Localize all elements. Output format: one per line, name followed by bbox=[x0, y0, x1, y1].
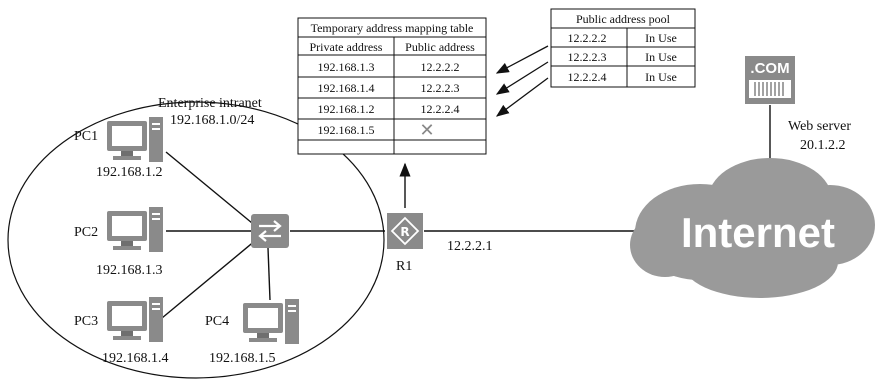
web-server-name: Web server bbox=[788, 119, 851, 134]
pc2-ip: 192.168.1.3 bbox=[96, 263, 163, 278]
switch-icon[interactable] bbox=[251, 214, 289, 248]
mapping-table-cell-public: 12.2.2.2 bbox=[421, 60, 460, 74]
links bbox=[161, 105, 771, 319]
internet-cloud bbox=[630, 158, 875, 298]
address-pool-table: Public address pool 12.2.2.2 In Use 12.2… bbox=[550, 8, 696, 88]
router-glyph: R bbox=[400, 225, 409, 239]
mapping-table-cell-private: 192.168.1.3 bbox=[318, 60, 375, 74]
link-pc3-switch bbox=[161, 239, 257, 319]
pc1-ip: 192.168.1.2 bbox=[96, 165, 163, 180]
pool-cell-address: 12.2.2.3 bbox=[568, 50, 607, 64]
internet-label: Internet bbox=[681, 209, 835, 256]
mapping-table-cell-public: 12.2.2.3 bbox=[421, 81, 460, 95]
web-server-badge: .COM bbox=[750, 60, 789, 77]
router-wan-ip: 12.2.2.1 bbox=[447, 239, 493, 254]
pc4-icon[interactable] bbox=[243, 299, 299, 344]
intranet-name: Enterprise intranet bbox=[158, 96, 262, 111]
pc4-name: PC4 bbox=[205, 314, 229, 329]
pc4-ip: 192.168.1.5 bbox=[209, 351, 276, 366]
pc2-name: PC2 bbox=[74, 225, 98, 240]
intranet-boundary bbox=[7, 101, 385, 379]
pool-cell-status: In Use bbox=[645, 50, 677, 64]
pc3-name: PC3 bbox=[74, 314, 98, 329]
pc2-icon[interactable] bbox=[107, 207, 163, 252]
pool-cell-address: 12.2.2.2 bbox=[568, 31, 607, 45]
mapping-table-cell-public: 12.2.2.4 bbox=[421, 102, 460, 116]
mapping-table-header-private: Private address bbox=[310, 40, 383, 54]
intranet-subnet: 192.168.1.0/24 bbox=[170, 113, 254, 128]
mapping-table-cell-private: 192.168.1.5 bbox=[318, 123, 375, 137]
web-server-ip: 20.1.2.2 bbox=[800, 138, 846, 153]
pool-title: Public address pool bbox=[576, 12, 671, 26]
pc3-ip: 192.168.1.4 bbox=[102, 351, 169, 366]
pool-cell-status: In Use bbox=[645, 31, 677, 45]
mapping-table-cell-private: 192.168.1.2 bbox=[318, 102, 375, 116]
pc1-name: PC1 bbox=[74, 129, 98, 144]
pc1-icon[interactable] bbox=[107, 117, 163, 162]
link-pc1-switch bbox=[165, 151, 253, 224]
mapping-table-cell-failed-icon: ✕ bbox=[419, 120, 434, 141]
router-icon[interactable]: R bbox=[387, 213, 423, 249]
web-server-icon[interactable]: .COM bbox=[745, 56, 795, 104]
pc3-icon[interactable] bbox=[107, 297, 163, 342]
pool-cell-address: 12.2.2.4 bbox=[568, 70, 607, 84]
mapping-table-cell-private: 192.168.1.4 bbox=[318, 81, 375, 95]
pool-cell-status: In Use bbox=[645, 70, 677, 84]
mapping-table: Temporary address mapping table Private … bbox=[297, 17, 487, 155]
link-pc4-switch bbox=[267, 247, 271, 301]
mapping-table-header-public: Public address bbox=[405, 40, 475, 54]
pool-arrows bbox=[495, 45, 549, 117]
mapping-table-title: Temporary address mapping table bbox=[311, 21, 474, 35]
router-name: R1 bbox=[396, 259, 412, 274]
